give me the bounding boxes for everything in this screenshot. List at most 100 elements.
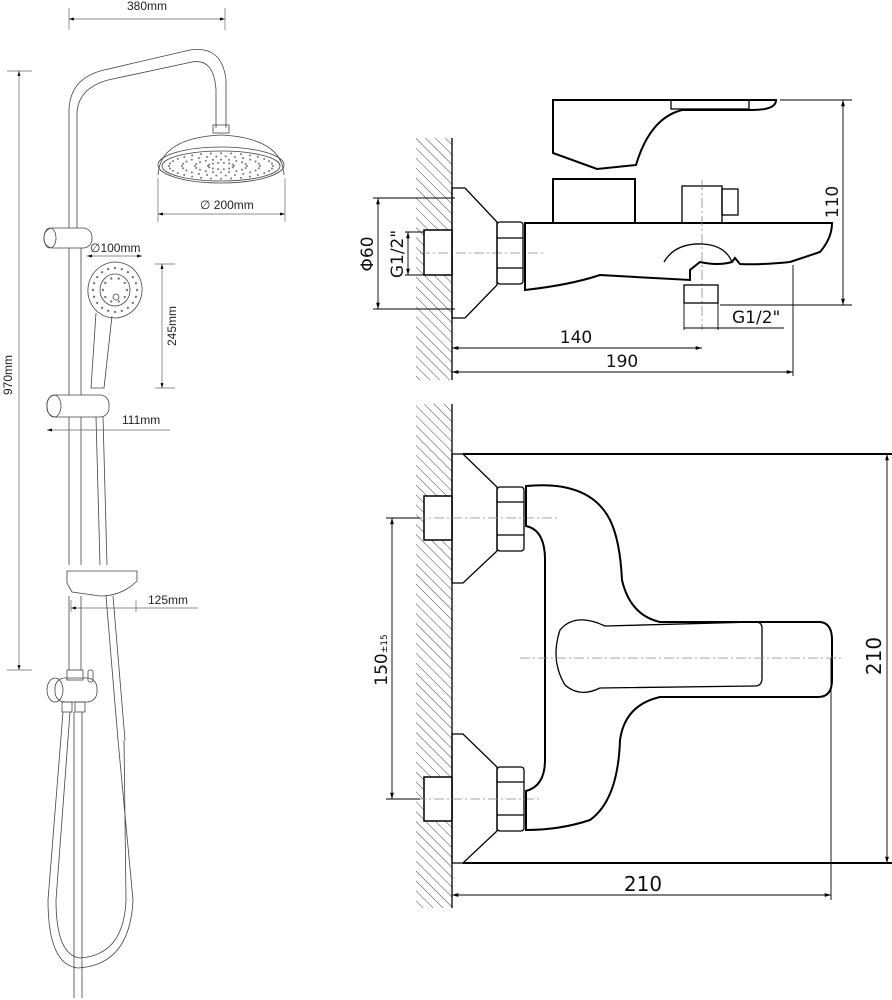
nozzle-dot: [244, 163, 247, 166]
hand-nozzle-dot: [120, 309, 123, 313]
hand-nozzle-dot: [117, 300, 120, 303]
nozzle-dot: [168, 167, 171, 170]
nozzle-dot: [222, 161, 225, 164]
nozzle-dot: [211, 171, 214, 174]
hand-shower: [87, 261, 143, 389]
nozzle-dot: [171, 169, 174, 172]
shower-hose: [47, 711, 134, 998]
hand-nozzle-dot: [125, 288, 129, 292]
hand-nozzle-dot: [107, 309, 110, 313]
hand-shower-length-dimension: 245mm: [155, 263, 179, 389]
depth-label: 210: [862, 637, 886, 675]
nozzle-dot: [217, 161, 220, 164]
nozzle-dot: [263, 172, 266, 175]
nozzle-dot: [228, 167, 231, 170]
nozzle-dot: [220, 152, 222, 155]
nozzle-dot: [231, 166, 234, 169]
nozzle-dot: [168, 162, 171, 165]
nozzle-dot: [176, 157, 179, 160]
nozzle-dot: [271, 162, 274, 165]
arm-reach-dimension: 380mm: [68, 0, 226, 30]
nozzle-dot: [235, 170, 238, 173]
nozzle-dot: [204, 159, 207, 162]
nozzle-dot: [230, 152, 233, 155]
nozzle-dot: [242, 157, 245, 160]
nozzle-dot: [239, 153, 242, 156]
outlet-offset-dimension: 140: [452, 328, 702, 350]
nozzle-dot: [254, 160, 257, 163]
inlet-thread-dimension: G1/2": [388, 230, 425, 278]
total-height-label: 970mm: [1, 355, 15, 395]
nozzle-dot: [224, 155, 227, 158]
nozzle-dot: [220, 158, 222, 161]
nozzle-dot: [183, 174, 186, 177]
soap-dish: [66, 570, 138, 741]
hand-nozzle-dot: [131, 275, 134, 279]
inlet-spacing-label: 150±15: [372, 634, 392, 685]
nozzle-dot: [248, 154, 251, 157]
nozzle-dot: [231, 163, 234, 166]
hand-nozzle-dot: [91, 288, 95, 292]
hand-nozzle-dot: [117, 277, 120, 280]
nozzle-dot: [222, 168, 225, 171]
nozzle-dot: [257, 167, 260, 170]
nozzle-dot: [190, 171, 193, 174]
nozzle-dot: [195, 163, 198, 166]
hand-nozzle-dot: [100, 271, 104, 274]
hand-shower-length-label: 245mm: [165, 306, 179, 346]
nozzle-dot: [191, 175, 194, 178]
nozzle-dot: [208, 166, 211, 169]
hand-nozzle-dot: [134, 282, 138, 285]
hand-nozzle-dot: [131, 301, 134, 305]
nozzle-dot: [241, 168, 244, 171]
nozzle-dots: [168, 152, 274, 180]
shower-arm: [68, 48, 230, 228]
hand-nozzle-dot: [113, 310, 117, 314]
upper-slider: [43, 227, 93, 395]
nozzle-dot: [220, 177, 222, 180]
nozzle-dot: [206, 156, 209, 159]
mixer-side-view: Φ60 G1/2" 110 G1/2" 140: [358, 99, 852, 380]
wall-hatch-top: [416, 404, 452, 908]
nozzle-dot: [263, 157, 266, 160]
nozzle-dot: [207, 165, 209, 167]
head-diameter-label: ∅ 200mm: [200, 198, 254, 212]
spout-reach-label: 190: [606, 352, 638, 372]
nozzle-dot: [208, 163, 211, 166]
hand-nozzle-dot: [96, 301, 99, 305]
nozzle-dot: [195, 166, 198, 169]
hand-nozzle-dot: [123, 295, 126, 299]
nozzle-dot: [272, 165, 274, 167]
hand-nozzle-dot: [96, 275, 99, 279]
nozzle-dot: [197, 157, 200, 160]
outlet-thread-dimension: G1/2": [683, 303, 784, 330]
hand-nozzle-dot: [100, 306, 104, 309]
flange-diameter-label: Φ60: [358, 236, 378, 271]
inlet-pipe: [423, 229, 453, 276]
nozzle-dot: [241, 161, 244, 164]
nozzle-dot: [224, 174, 227, 177]
hand-nozzle-dot: [134, 295, 138, 298]
hand-nozzle-dot: [101, 288, 105, 292]
nozzle-dot: [233, 165, 235, 167]
nozzle-dot: [183, 155, 186, 158]
soap-dish-depth-dimension: 125mm: [70, 593, 198, 612]
width-label: 210: [624, 872, 662, 896]
hand-shower-holder: [46, 394, 110, 566]
nozzle-dot: [211, 158, 214, 161]
spout-reach-dimension: 190: [452, 265, 794, 376]
outlet-thread-label: G1/2": [732, 308, 780, 328]
nozzle-dot: [194, 165, 196, 167]
nozzle-dot: [206, 173, 209, 176]
outlet-offset-label: 140: [560, 328, 592, 348]
nozzle-dot: [228, 171, 231, 174]
rain-shower-head: [157, 134, 285, 184]
nozzle-dot: [256, 174, 259, 177]
nozzle-dot: [228, 162, 231, 165]
nozzle-dot: [233, 156, 236, 159]
nozzle-dot: [259, 165, 261, 167]
depth-dimension: 210: [862, 454, 889, 863]
nozzle-dot: [171, 160, 174, 163]
nozzle-dot: [198, 161, 201, 164]
nozzle-dot: [228, 158, 231, 161]
